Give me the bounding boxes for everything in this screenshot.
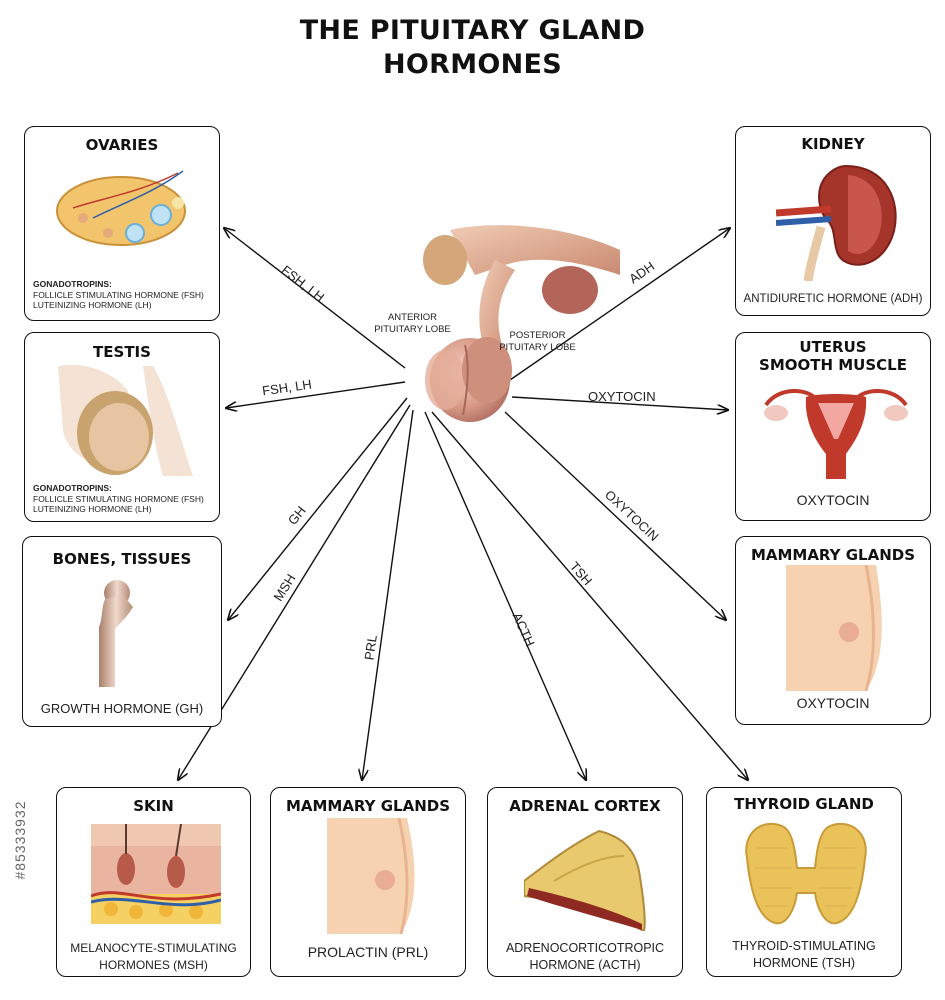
thyroid-cap-line2: HORMONE (TSH)	[752, 956, 856, 970]
ovaries-caption: GONADOTROPINS: FOLLICLE STIMULATING HORM…	[33, 279, 213, 311]
adrenal-cap-line2: HORMONE (ACTH)	[529, 958, 641, 972]
anterior-lobe-label: ANTERIOR PITUITARY LOBE	[374, 312, 451, 335]
thyroid-title: THYROID GLAND	[734, 795, 874, 813]
page-title: THE PITUITARY GLAND HORMONES	[0, 14, 945, 82]
breast-illustration-right	[786, 565, 882, 691]
mammary-bottom-box: MAMMARY GLANDS PROLACTIN (PRL)	[270, 787, 466, 977]
adrenal-title: ADRENAL CORTEX	[509, 797, 661, 815]
ovaries-cap-line2: LUTEINIZING HORMONE (LH)	[33, 300, 152, 310]
arrow-bones	[228, 397, 408, 620]
arrow-adh	[509, 228, 730, 381]
label-oxytocin-uterus: OXYTOCIN	[588, 389, 656, 404]
title-line-1: THE PITUITARY GLAND	[299, 15, 646, 46]
bones-caption: GROWTH HORMONE (GH)	[40, 701, 204, 716]
arrow-testis	[226, 381, 406, 408]
mammary-bottom-title: MAMMARY GLANDS	[285, 797, 451, 815]
adrenal-box: ADRENAL CORTEX ADRENOCORTICOTROPIC HORMO…	[487, 787, 683, 977]
skin-caption: MELANOCYTE-STIMULATING HORMONES (MSH)	[57, 940, 250, 974]
kidney-illustration	[776, 164, 897, 281]
testis-title: TESTIS	[93, 343, 151, 361]
mammary-right-caption: OXYTOCIN	[796, 695, 870, 711]
arrow-acth	[424, 411, 586, 780]
bones-title: BONES, TISSUES	[52, 550, 192, 568]
arrow-uterus	[511, 396, 728, 410]
mammary-bottom-caption: PROLACTIN (PRL)	[307, 944, 429, 960]
mammary-right-box: MAMMARY GLANDS OXYTOCIN	[735, 536, 931, 725]
skin-cap-line2: HORMONES (MSH)	[99, 958, 208, 972]
testis-caption: GONADOTROPINS: FOLLICLE STIMULATING HORM…	[33, 483, 213, 515]
kidney-title: KIDNEY	[801, 135, 865, 153]
testis-illustration	[58, 364, 193, 476]
pituitary-gland-illustration	[423, 225, 620, 422]
arrow-tsh	[431, 411, 748, 780]
ovaries-cap-line1: FOLLICLE STIMULATING HORMONE (FSH)	[33, 289, 204, 300]
adrenal-illustration	[524, 829, 646, 931]
adrenal-caption: ADRENOCORTICOTROPIC HORMONE (ACTH)	[488, 940, 682, 974]
uterus-box: UTERUS SMOOTH MUSCLE OXYTOCIN	[735, 332, 931, 521]
thyroid-caption: THYROID-STIMULATING HORMONE (TSH)	[707, 938, 901, 972]
arrow-prl	[362, 409, 414, 780]
skin-illustration	[91, 824, 221, 924]
adrenal-cap-line1: ADRENOCORTICOTROPIC	[505, 941, 665, 955]
bones-box: BONES, TISSUES GROWTH HORMONE (GH)	[22, 536, 222, 727]
stock-id-text: #85333932	[12, 800, 28, 880]
posterior-lobe-label: POSTERIOR PITUITARY LOBE	[499, 330, 576, 353]
testis-cap-line1: FOLLICLE STIMULATING HORMONE (FSH)	[33, 493, 204, 504]
title-line-2: HORMONES	[382, 49, 563, 80]
ovaries-title: OVARIES	[85, 136, 159, 154]
stock-id-stamp: #85333932	[8, 780, 32, 910]
kidney-box: KIDNEY ANTIDIURETIC HORMONE (ADH)	[735, 126, 931, 316]
bone-illustration	[99, 580, 133, 687]
kidney-caption: ANTIDIURETIC HORMONE (ADH)	[743, 293, 923, 305]
ovaries-cap-head: GONADOTROPINS:	[33, 279, 112, 289]
testis-cap-head: GONADOTROPINS:	[33, 483, 112, 493]
uterus-illustration	[764, 388, 908, 479]
thyroid-cap-line1: THYROID-STIMULATING	[732, 939, 876, 953]
uterus-title-1: UTERUS	[799, 338, 867, 356]
testis-box: TESTIS GONADOTROPINS: FOLLICLE STIMULATI…	[24, 332, 220, 522]
thyroid-illustration	[745, 822, 867, 925]
thyroid-box: THYROID GLAND THYROID-STIMULATING HORMON…	[706, 787, 902, 977]
ovary-illustration	[56, 170, 186, 246]
skin-cap-line1: MELANOCYTE-STIMULATING	[70, 941, 237, 955]
uterus-caption: OXYTOCIN	[796, 492, 870, 508]
testis-cap-line2: LUTEINIZING HORMONE (LH)	[33, 504, 152, 514]
skin-title: SKIN	[133, 797, 174, 815]
skin-box: SKIN MELANOCYTE-STIMULATING HORMONES (MS…	[56, 787, 251, 977]
arrow-mammary-right	[504, 411, 726, 620]
ovaries-box: OVARIES GONADOTROPINS: FOLLICLE STIMULAT…	[24, 126, 220, 321]
arrow-ovaries	[224, 228, 406, 369]
mammary-right-title: MAMMARY GLANDS	[750, 546, 916, 564]
breast-illustration-bottom	[327, 818, 415, 934]
uterus-title-2: SMOOTH MUSCLE	[759, 356, 907, 374]
